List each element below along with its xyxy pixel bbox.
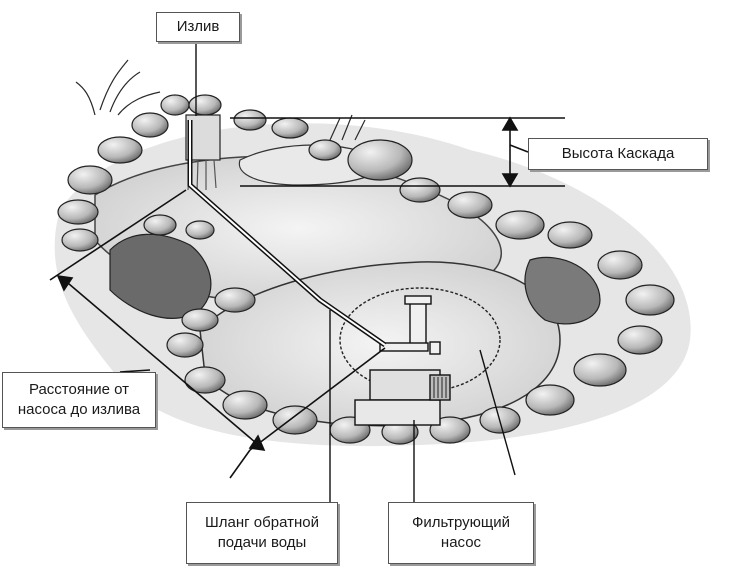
distance-label-line1: Расстояние от <box>29 380 129 400</box>
filter-pump-label-line1: Фильтрующий <box>412 513 510 533</box>
return-hose-label-line2: подачи воды <box>218 533 307 553</box>
filter-pump-label-line2: насос <box>441 533 481 553</box>
spout-label: Излив <box>156 12 240 42</box>
return-hose-label: Шланг обратной подачи воды <box>186 502 338 564</box>
filter-pump-label: Фильтрующий насос <box>388 502 534 564</box>
cascade-height-label-text: Высота Каскада <box>562 144 675 164</box>
cascade-height-label: Высота Каскада <box>528 138 708 170</box>
return-hose-label-line1: Шланг обратной <box>205 513 319 533</box>
distance-label-line2: насоса до излива <box>18 400 140 420</box>
distance-label: Расстояние от насоса до излива <box>2 372 156 428</box>
spout-label-text: Излив <box>177 17 220 37</box>
